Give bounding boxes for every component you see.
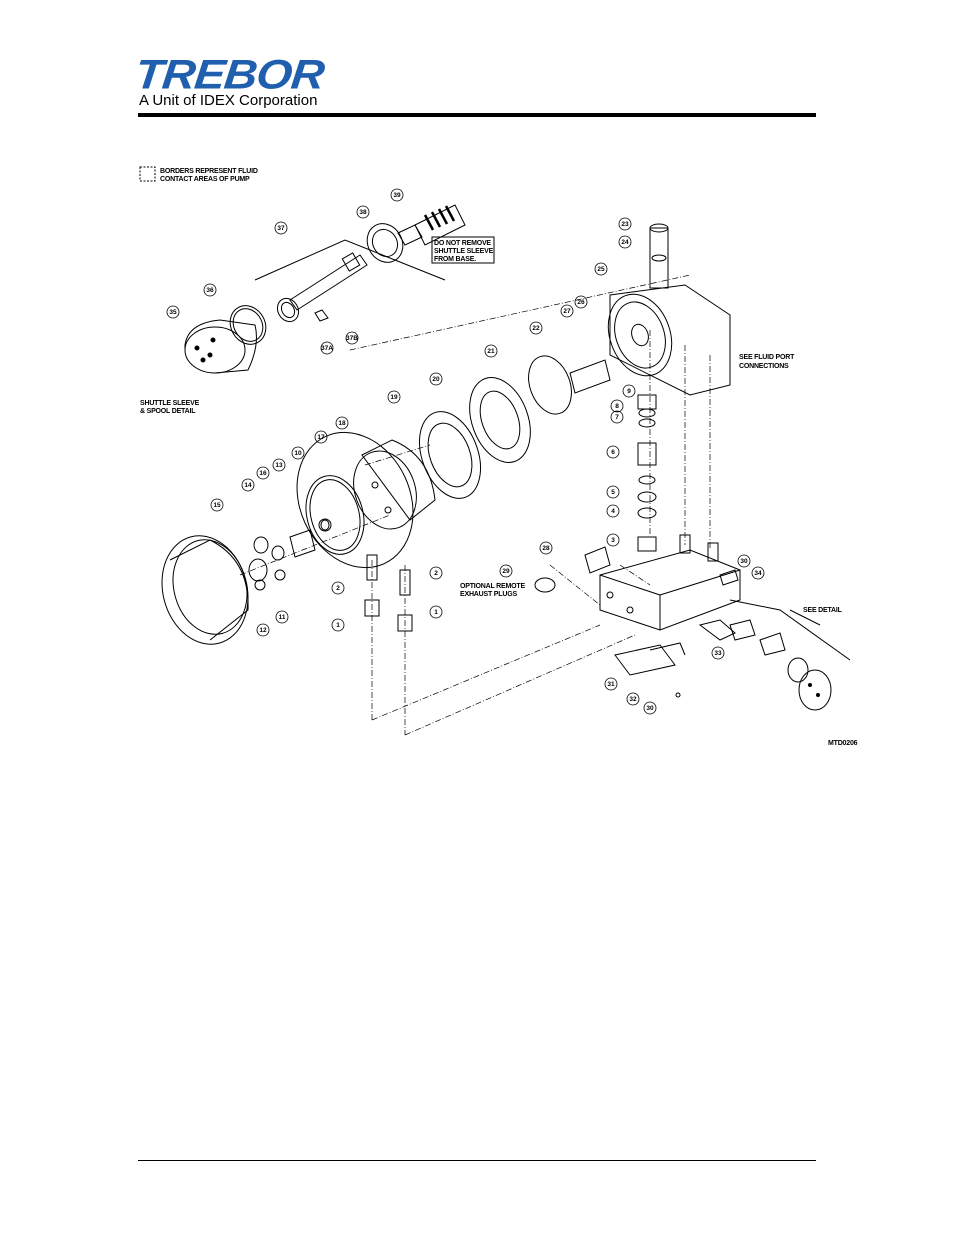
callout-36: 36 [206,287,214,294]
label-shuttle-1: SHUTTLE SLEEVE [140,400,200,407]
callout-17: 17 [317,434,325,441]
annotations: BORDERS REPRESENT FLUID CONTACT AREAS OF… [140,168,858,747]
shuttle-sleeve-detail [184,204,495,374]
callout-4: 4 [611,508,615,515]
callout-27: 27 [563,308,571,315]
callout-18: 18 [338,420,346,427]
callout-5: 5 [611,489,615,496]
callout-20: 20 [432,376,440,383]
callout-7: 7 [615,414,619,421]
callout-19: 19 [390,394,398,401]
callouts [166,188,765,715]
callout-15: 15 [213,502,221,509]
callout-38: 38 [359,209,367,216]
label-fluid-1: SEE FLUID PORT [739,354,795,361]
callout-35: 35 [169,309,177,316]
label-exhaust-2: EXHAUST PLUGS [460,591,517,598]
exploded-pump-diagram: BORDERS REPRESENT FLUID CONTACT AREAS OF… [139,166,858,747]
footer-rule [138,1160,816,1161]
pilot-assembly [248,431,414,591]
note-sleeve-2: SHUTTLE SLEEVE [434,248,494,255]
brand-subtitle: A Unit of IDEX Corporation [139,92,318,109]
callout-9: 9 [627,388,631,395]
callout-10: 10 [294,450,302,457]
callout-24: 24 [621,239,629,246]
trebor-logo: TREBOR A Unit of IDEX Corporation [133,51,398,112]
note-sleeve-3: FROM BASE. [434,256,476,263]
callout-26: 26 [577,299,585,306]
legend-box [139,166,156,182]
callout-22: 22 [532,325,540,332]
header-rule [138,113,816,117]
base-block [599,534,851,711]
callout-37: 37 [277,225,285,232]
center-body [305,439,436,555]
check-valve-stack [637,394,657,552]
callout-28: 28 [542,545,550,552]
legend-text-2: CONTACT AREAS OF PUMP [160,176,250,183]
assembly-centerlines [239,274,711,736]
callout-1-left: 1 [336,622,340,629]
callout-8: 8 [615,403,619,410]
callout-16: 16 [259,470,267,477]
callout-numbers: 39 38 37 36 35 37A 37B 23 24 25 26 27 22… [169,192,762,712]
label-exhaust-1: OPTIONAL REMOTE [460,583,525,590]
retaining-ring [161,535,249,645]
note-box [431,236,495,264]
label-see-detail: SEE DETAIL [803,607,843,614]
callout-13: 13 [275,462,283,469]
callout-14: 14 [244,482,252,489]
callout-31: 31 [607,681,615,688]
legend-text-1: BORDERS REPRESENT FLUID [160,168,258,175]
callout-25: 25 [597,266,605,273]
label-shuttle-2: & SPOOL DETAIL [140,408,196,415]
callout-32: 32 [629,696,637,703]
exhaust-plugs [534,546,611,593]
callout-6: 6 [611,449,615,456]
callout-1-right: 1 [434,609,438,616]
callout-2-left: 2 [336,585,340,592]
callout-2-right: 2 [434,570,438,577]
callout-39: 39 [393,192,401,199]
diaphragm-set [419,355,611,499]
dowel-pins [364,554,413,632]
callout-12: 12 [259,627,267,634]
note-sleeve-1: DO NOT REMOVE [434,240,491,247]
callout-30-bottom: 30 [646,705,654,712]
callout-3: 3 [611,537,615,544]
callout-37b: 37B [346,335,358,342]
fluid-housing [607,223,731,396]
callout-37a: 37A [321,345,333,352]
callout-23: 23 [621,221,629,228]
drawing-id: MTD0206 [828,740,858,747]
callout-34: 34 [754,570,762,577]
label-fluid-2: CONNECTIONS [739,363,789,370]
callout-11: 11 [279,614,286,621]
callout-21: 21 [487,348,495,355]
callout-30-top: 30 [740,558,748,565]
callout-33: 33 [714,650,722,657]
callout-29: 29 [502,568,510,575]
